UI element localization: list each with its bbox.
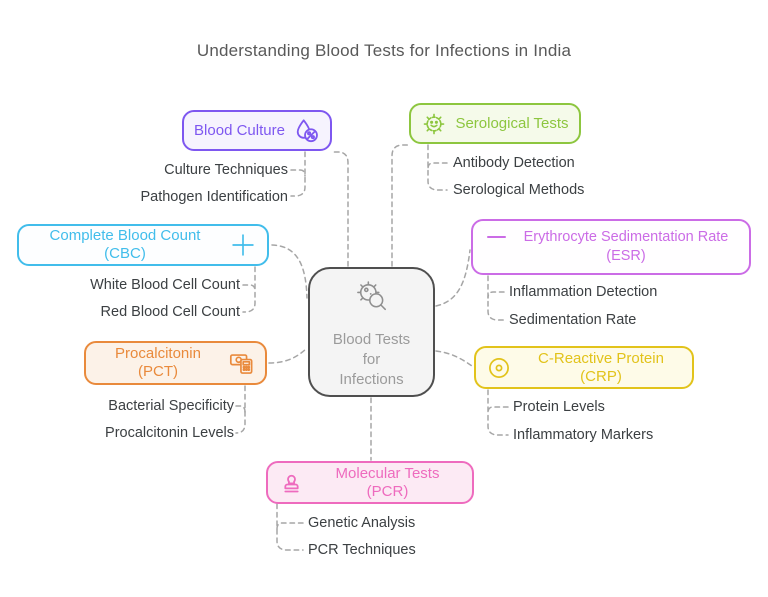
connector-center-blood-culture (333, 151, 349, 267)
connector-center-cbc (271, 244, 308, 299)
node-serological-tests-label: Serological Tests (455, 114, 569, 132)
node-cbc-label: Complete Blood Count (CBC) (49, 227, 201, 262)
node-pcr-label: Molecular Tests (PCR) (335, 464, 440, 500)
connector-cbc-children (242, 266, 256, 313)
connector-center-serological (391, 144, 410, 267)
circle-dot-icon (486, 355, 512, 381)
node-esr: Erythrocyte Sedimentation Rate (ESR) (471, 219, 751, 275)
sublabel-culture-techniques: Culture Techniques (164, 162, 288, 178)
germ-magnifier-icon (349, 275, 395, 324)
node-serological-tests: Serological Tests (409, 103, 581, 144)
node-esr-label: Erythrocyte Sedimentation Rate (ESR) (523, 229, 729, 264)
node-pct: Procalcitonin (PCT) (84, 341, 267, 385)
blood-drop-crossed-germ-icon (293, 117, 320, 144)
page-title: Understanding Blood Tests for Infections… (196, 41, 572, 60)
sublabel-red-blood-cell-count: Red Blood Cell Count (100, 304, 240, 320)
dash-icon (486, 230, 508, 244)
connector-cbc-child1 (242, 284, 256, 292)
node-blood-culture: Blood Culture (182, 110, 332, 151)
connector-esr-children (487, 275, 505, 321)
connector-pcr-child1 (276, 522, 304, 530)
sublabel-sedimentation-rate: Sedimentation Rate (509, 312, 637, 328)
node-cbc: Complete Blood Count (CBC) (17, 224, 269, 266)
connector-serological-child1 (427, 162, 448, 170)
plus-icon (229, 231, 257, 259)
sublabel-pcr-techniques: PCR Techniques (308, 542, 416, 558)
connector-crp-children (487, 389, 509, 436)
connector-pcr-children (276, 503, 304, 551)
sublabel-protein-levels: Protein Levels (513, 399, 605, 415)
connector-center-pct (268, 348, 307, 364)
node-pcr: Molecular Tests (PCR) (266, 461, 474, 504)
connector-blood-culture-children (290, 151, 306, 197)
connector-center-crp (435, 350, 473, 367)
node-center-label: Blood Tests for Infections (332, 330, 411, 388)
sublabel-procalcitonin-levels: Procalcitonin Levels (105, 425, 234, 441)
connector-pct-children (235, 385, 246, 434)
connector-center-esr (435, 249, 471, 307)
sublabel-pathogen-identification: Pathogen Identification (140, 189, 288, 205)
germ-smiley-icon (421, 111, 447, 137)
sublabel-antibody-detection: Antibody Detection (453, 155, 575, 171)
sublabel-white-blood-cell-count: White Blood Cell Count (90, 277, 240, 293)
sublabel-inflammatory-markers: Inflammatory Markers (513, 427, 654, 443)
sublabel-serological-methods: Serological Methods (453, 182, 585, 198)
node-blood-culture-label: Blood Culture (194, 121, 285, 139)
connector-crp-child1 (487, 406, 509, 414)
node-pct-label: Procalcitonin (PCT) (115, 345, 201, 380)
connector-pct-child1 (235, 405, 246, 413)
sublabel-bacterial-specificity: Bacterial Specificity (108, 398, 234, 414)
banknote-calculator-icon (228, 350, 255, 377)
connector-esr-child1 (487, 291, 505, 299)
stamp-icon (278, 469, 305, 496)
node-crp: C-Reactive Protein (CRP) (474, 346, 694, 389)
node-center-blood-tests: Blood Tests for Infections (308, 267, 435, 397)
connector-blood-culture-child1 (290, 169, 306, 177)
sublabel-genetic-analysis: Genetic Analysis (308, 515, 416, 531)
node-crp-label: C-Reactive Protein (CRP) (538, 349, 664, 385)
sublabel-inflammation-detection: Inflammation Detection (509, 284, 658, 300)
connector-serological-children (427, 144, 448, 191)
